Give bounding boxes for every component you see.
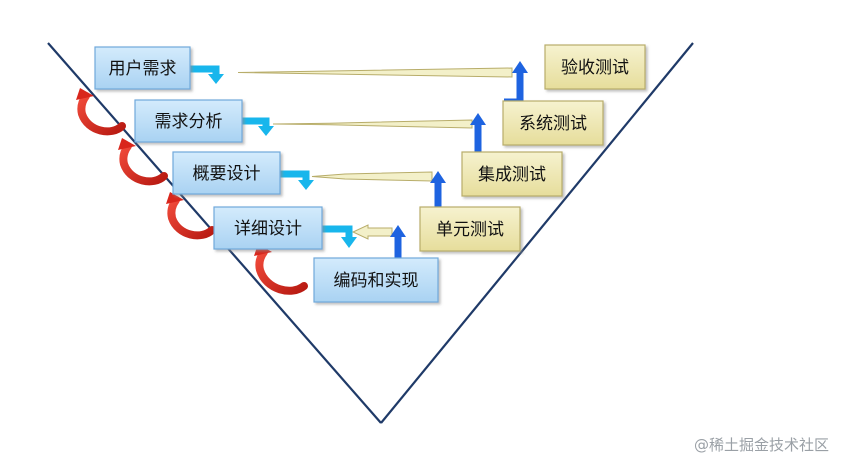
box-integration-test: 集成测试 bbox=[461, 151, 563, 197]
step-arrow-4 bbox=[322, 225, 357, 248]
box-coding: 编码和实现 bbox=[313, 257, 439, 303]
label-acceptance-test: 验收测试 bbox=[561, 58, 629, 78]
connector-system-to-req-analysis bbox=[272, 119, 473, 129]
step-arrow-3 bbox=[280, 170, 314, 190]
box-unit-test: 单元测试 bbox=[419, 206, 521, 252]
up-arrow-4 bbox=[504, 61, 528, 106]
label-integration-test: 集成测试 bbox=[478, 165, 546, 185]
v-right-line bbox=[380, 42, 694, 424]
label-high-level-design: 概要设计 bbox=[193, 164, 261, 184]
box-system-test: 系统测试 bbox=[502, 100, 604, 146]
label-user-requirements: 用户需求 bbox=[109, 59, 177, 79]
label-requirements-analysis: 需求分析 bbox=[155, 112, 223, 132]
box-requirements-analysis: 需求分析 bbox=[134, 99, 243, 143]
connector-unit-to-detailed-design bbox=[351, 224, 393, 240]
label-detailed-design: 详细设计 bbox=[234, 219, 302, 239]
feedback-arrow-4 bbox=[254, 244, 308, 295]
box-acceptance-test: 验收测试 bbox=[544, 44, 646, 90]
connector-acceptance-to-user-req bbox=[237, 67, 513, 78]
descending-arrows bbox=[190, 65, 357, 248]
feedback-arrow-2 bbox=[118, 138, 168, 186]
test-phase-boxes: 验收测试 系统测试 集成测试 单元测试 bbox=[419, 44, 646, 252]
feedback-arrow-1 bbox=[76, 88, 126, 136]
feedback-arrow-3 bbox=[166, 192, 216, 240]
verification-connectors bbox=[237, 67, 513, 240]
feedback-arrows bbox=[76, 88, 308, 295]
box-detailed-design: 详细设计 bbox=[213, 206, 323, 250]
watermark: @稀土掘金技术社区 bbox=[693, 436, 829, 454]
connector-integration-to-hld bbox=[311, 171, 433, 182]
design-phase-boxes: 用户需求 需求分析 概要设计 详细设计 编码和实现 bbox=[94, 46, 439, 303]
up-arrow-3 bbox=[462, 113, 486, 159]
step-arrow-1 bbox=[190, 65, 224, 84]
box-high-level-design: 概要设计 bbox=[172, 151, 281, 195]
step-arrow-2 bbox=[242, 117, 274, 136]
label-unit-test: 单元测试 bbox=[436, 220, 504, 240]
box-user-requirements: 用户需求 bbox=[94, 46, 191, 90]
label-coding: 编码和实现 bbox=[334, 271, 419, 291]
label-system-test: 系统测试 bbox=[519, 114, 587, 134]
